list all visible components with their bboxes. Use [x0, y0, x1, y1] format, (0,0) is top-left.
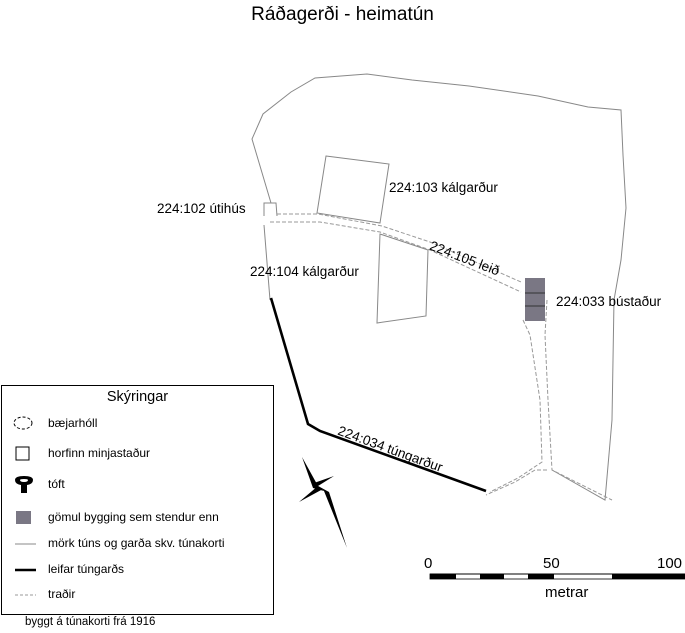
dashed-ellipse-icon	[13, 416, 33, 430]
path-105	[270, 213, 613, 501]
label-garden-104: 224:104 kálgarður	[250, 264, 359, 279]
west-boundary	[263, 224, 271, 301]
map-title: Ráðagerði - heimatún	[251, 4, 434, 25]
dwelling-033	[525, 278, 545, 321]
scale-unit: metrar	[545, 584, 589, 601]
label-outbuilding-102: 224:102 útihús	[157, 201, 246, 216]
garden-104-outline	[376, 233, 429, 324]
legend-label-ruin: tóft	[48, 477, 65, 491]
source-note: byggt á túnakorti frá 1916	[25, 616, 156, 628]
home-field-boundary	[251, 73, 627, 501]
home-field-wall-034	[269, 297, 487, 493]
legend-label-lost-site: horfinn minjastaður	[48, 446, 151, 460]
legend-label-wall: leifar túngarðs	[48, 562, 125, 576]
legend-label-farm-mound: bæjarhóll	[48, 416, 98, 430]
legend-label-old-building: gömul bygging sem stendur enn	[48, 510, 219, 524]
legend-label-boundary: mörk túns og garða skv. túnakorti	[48, 536, 225, 550]
label-dwelling-033: 224:033 bústaður	[556, 294, 662, 309]
legend-item-farm-mound: bæjarhóll	[12, 414, 272, 434]
thick-line-icon	[15, 568, 36, 572]
legend-box: Skýringar bæjarhóll horfinn minjastaður …	[1, 385, 274, 615]
legend-item-boundary: mörk túns og garða skv. túnakorti	[12, 534, 272, 554]
tuft-icon	[15, 476, 33, 493]
legend-label-path: traðir	[48, 587, 76, 601]
legend-item-lost-site: horfinn minjastaður	[12, 444, 272, 464]
label-garden-103: 224:103 kálgarður	[389, 180, 498, 195]
legend-item-path: traðir	[12, 585, 272, 605]
legend-item-wall: leifar túngarðs	[12, 560, 272, 580]
square-outline-icon	[15, 446, 30, 461]
garden-103-outline	[316, 155, 390, 224]
scale-tick-50: 50	[543, 555, 560, 572]
legend-item-ruin: tóft	[12, 475, 272, 495]
scale-tick-0: 0	[424, 555, 433, 572]
thin-line-icon	[15, 543, 36, 545]
grey-square-icon	[16, 511, 31, 524]
legend-title: Skýringar	[106, 389, 169, 405]
dashed-line-icon	[15, 594, 36, 596]
outbuilding-102-outline	[263, 202, 278, 217]
scale-bar	[429, 573, 685, 580]
scale-tick-100: 100	[657, 555, 683, 572]
legend-item-old-building: gömul bygging sem stendur enn	[12, 508, 272, 528]
north-arrow-icon	[299, 457, 347, 548]
